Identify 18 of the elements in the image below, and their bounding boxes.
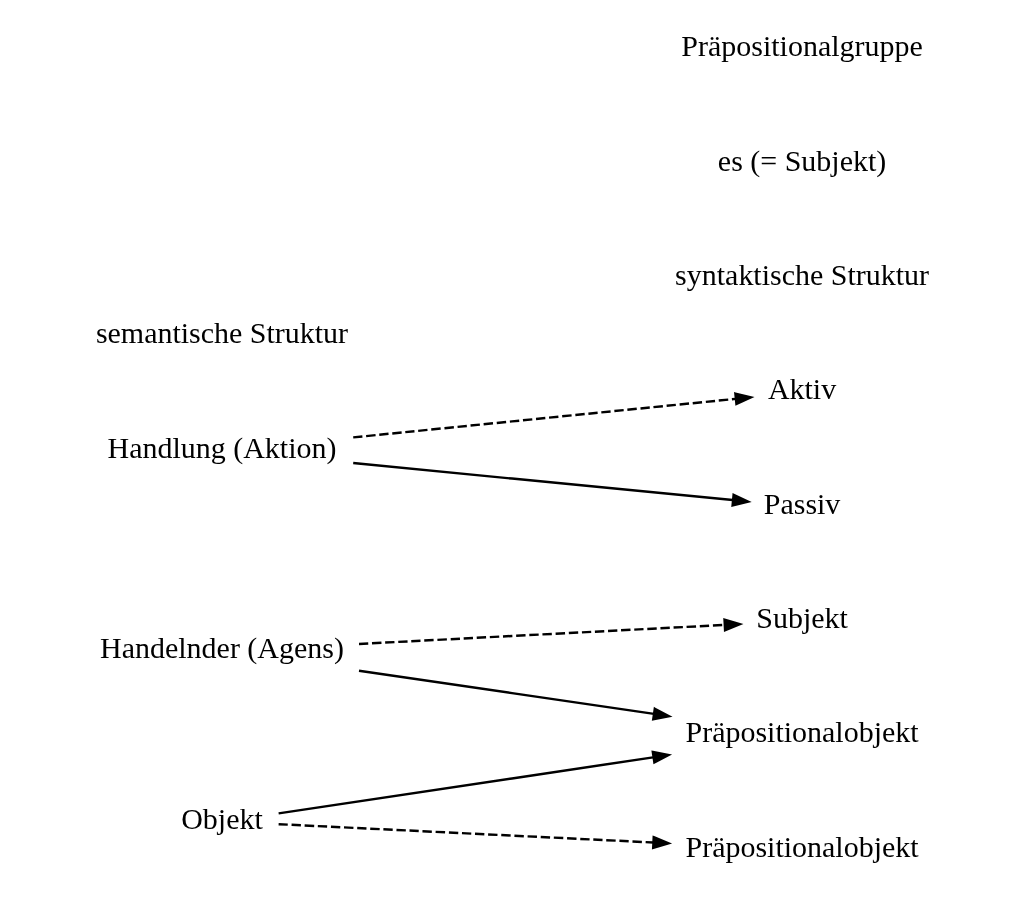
arrow (277, 750, 672, 815)
label: es (= Subjekt) (717, 143, 886, 177)
label: semantische Struktur (95, 316, 348, 350)
arrow (358, 669, 673, 721)
node-text: Präpositionalobjekt (685, 829, 919, 863)
node-text: Passiv (763, 486, 840, 520)
node-text: Handlung (Aktion) (107, 430, 336, 464)
label: Präpositionalgruppe (680, 29, 923, 63)
arrow (352, 392, 754, 439)
node-text: Objekt (180, 801, 263, 835)
node-text: Subjekt (755, 601, 848, 635)
node-text: Präpositionalobjekt (685, 715, 919, 749)
node-text: Handelnder (Agens) (99, 631, 344, 665)
arrow (352, 461, 752, 507)
label: syntaktische Struktur (674, 258, 929, 292)
node-text: Aktiv (767, 372, 836, 406)
arrow (358, 618, 743, 646)
arrow (278, 822, 672, 850)
